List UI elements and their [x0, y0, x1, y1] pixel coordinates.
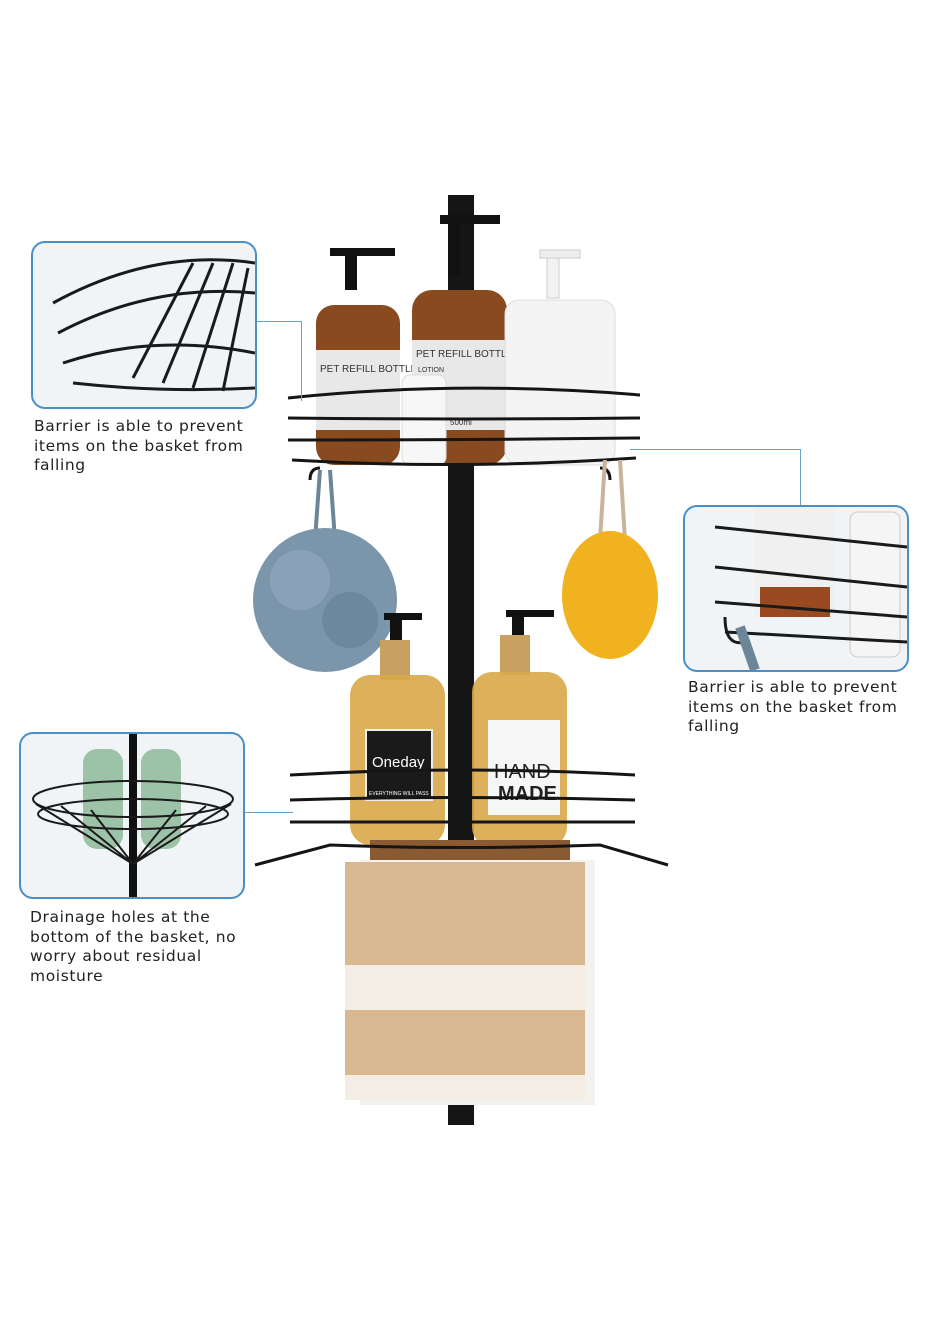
- svg-text:MADE: MADE: [498, 783, 557, 805]
- svg-text:PET REFILL BOTTLE: PET REFILL BOTTLE: [320, 364, 418, 375]
- svg-text:PET REFILL BOTTLE: PET REFILL BOTTLE: [416, 349, 514, 360]
- drainage-closeup: [32, 734, 234, 897]
- callout-barrier-detail: [31, 241, 257, 409]
- towel: [345, 860, 595, 1105]
- bottom-basket: [254, 768, 669, 867]
- top-basket: [287, 386, 641, 481]
- leader-line: [255, 321, 302, 322]
- basket-barrier-closeup: [52, 258, 255, 392]
- leader-line: [800, 449, 801, 506]
- bottom-bottles: Oneday EVERYTHING WILL PASS HAND MADE: [350, 610, 567, 847]
- svg-text:500ml: 500ml: [450, 418, 472, 427]
- leader-line: [630, 449, 800, 450]
- top-bottles: PET REFILL BOTTLE PET REFILL BOTTLE LOTI…: [316, 215, 616, 466]
- caption-drainage: Drainage holes at the bottom of the bask…: [30, 908, 237, 985]
- blue-bath-pouf: [253, 469, 397, 672]
- svg-text:LOTION: LOTION: [418, 367, 444, 374]
- leader-line: [243, 812, 293, 813]
- svg-text:EVERYTHING WILL PASS: EVERYTHING WILL PASS: [369, 791, 429, 797]
- svg-text:Oneday: Oneday: [372, 754, 425, 771]
- caption-barrier-right: Barrier is able to prevent items on the …: [688, 678, 898, 735]
- caption-barrier-top: Barrier is able to prevent items on the …: [34, 417, 244, 474]
- callout-drainage-detail: [19, 732, 245, 899]
- callout-hook-detail: [683, 505, 909, 672]
- hook-closeup: [714, 507, 907, 670]
- yellow-sponge: [562, 459, 658, 659]
- leader-line: [301, 321, 302, 401]
